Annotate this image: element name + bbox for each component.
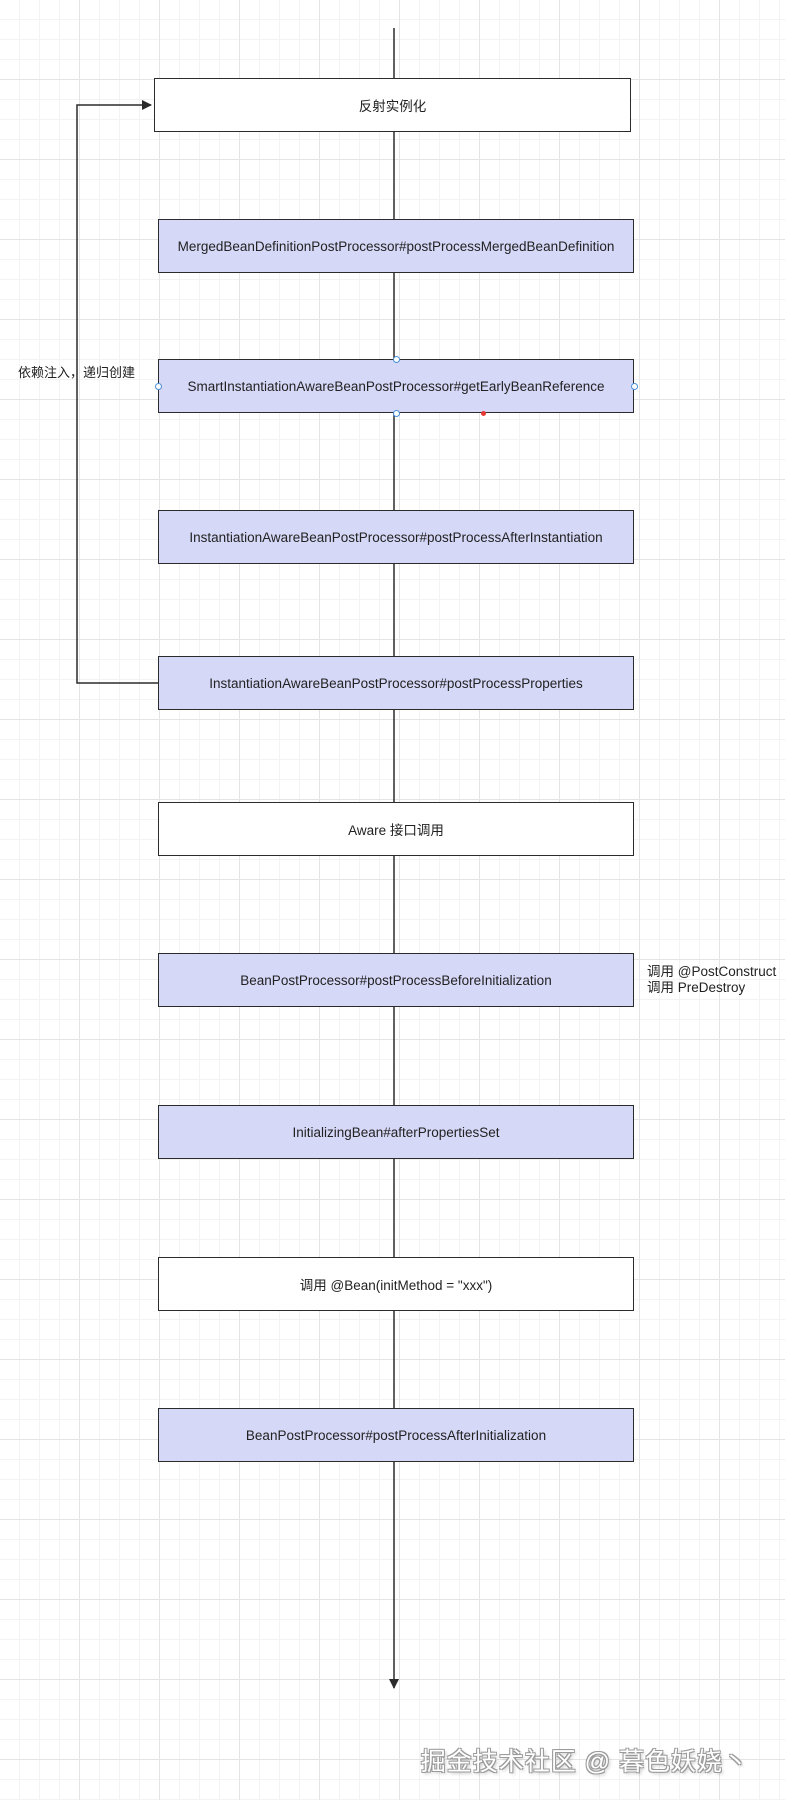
node-text: InitializingBean#afterPropertiesSet [292,1124,500,1140]
node-text: 反射实例化 [358,99,427,114]
side-note-lifecycle: 调用 @PostConstruct 调用 PreDestroy [647,964,776,996]
node-text: Aware 接口调用 [348,823,444,838]
node-smart-instantiation-aware[interactable]: SmartInstantiationAwareBeanPostProcessor… [158,359,634,413]
selection-handle-top[interactable] [393,356,400,363]
node-text: SmartInstantiationAwareBeanPostProcessor… [187,378,605,394]
node-text: BeanPostProcessor#postProcessAfterInitia… [245,1427,547,1443]
node-after-initialization[interactable]: BeanPostProcessor#postProcessAfterInitia… [158,1408,634,1462]
node-before-initialization[interactable]: BeanPostProcessor#postProcessBeforeIniti… [158,953,634,1007]
node-post-process-properties[interactable]: InstantiationAwareBeanPostProcessor#post… [158,656,634,710]
edge-label-dependency-injection: 依赖注入，递归创建 [18,365,136,380]
node-text: BeanPostProcessor#postProcessBeforeIniti… [240,972,552,988]
selection-handle-left[interactable] [155,383,162,390]
node-after-properties-set[interactable]: InitializingBean#afterPropertiesSet [158,1105,634,1159]
dependency-injection-loop [76,100,158,684]
node-after-instantiation[interactable]: InstantiationAwareBeanPostProcessor#post… [158,510,634,564]
selection-handle-right[interactable] [631,383,638,390]
node-aware-interface[interactable]: Aware 接口调用 [158,802,634,856]
selection-handle-bottom[interactable] [393,410,400,417]
node-merged-bean-definition[interactable]: MergedBeanDefinitionPostProcessor#postPr… [158,219,634,273]
connection-point-marker[interactable] [481,411,486,416]
node-reflect-instantiate[interactable]: 反射实例化 [154,78,631,132]
node-text: InstantiationAwareBeanPostProcessor#post… [209,675,583,691]
node-text: 调用 @Bean(initMethod = "xxx") [299,1278,493,1293]
node-init-method[interactable]: 调用 @Bean(initMethod = "xxx") [158,1257,634,1311]
node-text: InstantiationAwareBeanPostProcessor#post… [189,529,603,545]
side-note-line-postconstruct: 调用 @PostConstruct [647,964,777,979]
watermark: 掘金技术社区 @ 暮色妖娆丶 [420,1748,749,1776]
node-text: MergedBeanDefinitionPostProcessor#postPr… [177,238,615,254]
side-note-line-predestroy: 调用 PreDestroy [647,980,746,995]
